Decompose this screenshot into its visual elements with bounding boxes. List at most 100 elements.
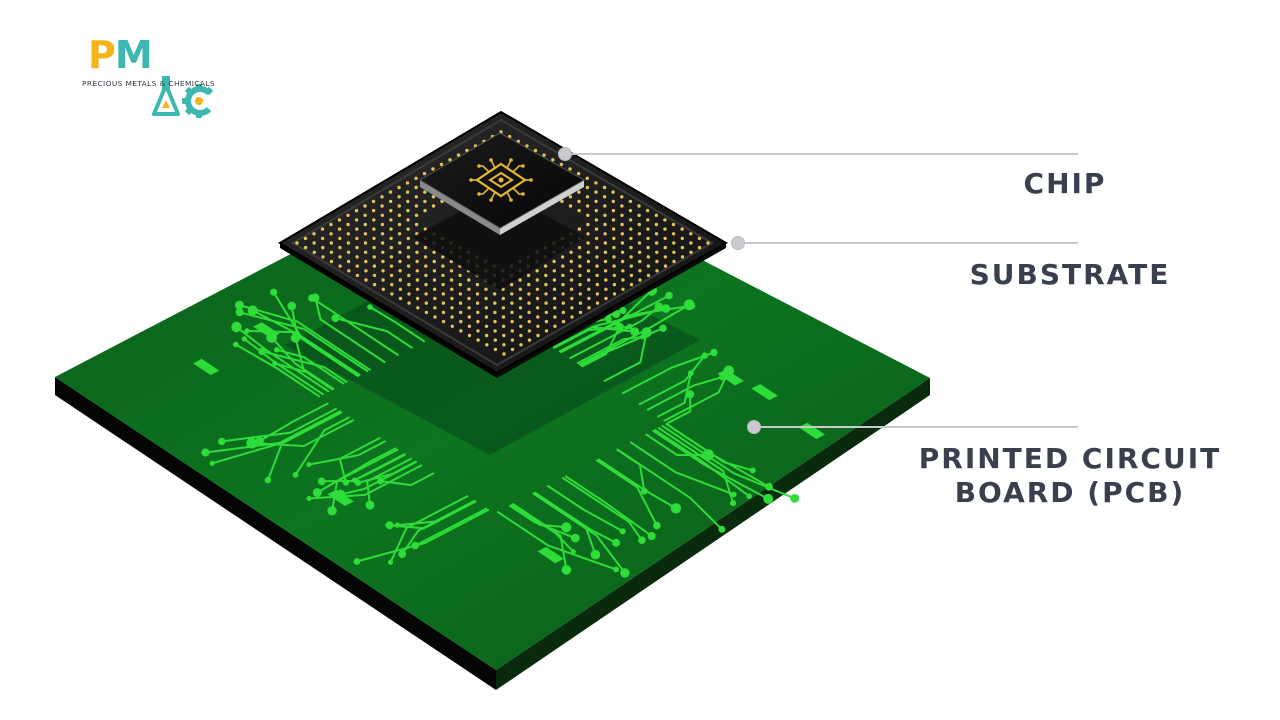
- ball-pad: [415, 250, 419, 254]
- ball-pad: [484, 296, 488, 301]
- ball-pad: [329, 241, 333, 245]
- ball-pad: [406, 236, 410, 241]
- ball-pad: [467, 296, 471, 301]
- ball-pad: [433, 315, 437, 319]
- ball-pad: [578, 301, 583, 305]
- trace-via: [306, 462, 312, 468]
- ball-pad: [363, 204, 367, 208]
- ball-pad: [629, 273, 634, 278]
- ball-pad: [629, 236, 633, 241]
- ball-pad: [380, 213, 384, 217]
- ball-pad: [415, 269, 419, 273]
- ball-pad: [646, 227, 650, 231]
- ball-pad: [484, 315, 489, 319]
- ball-pad: [492, 292, 497, 296]
- ball-pad: [406, 245, 411, 250]
- trace-via: [570, 533, 580, 543]
- substrate-label: SUBSTRATE: [969, 258, 1171, 291]
- ball-pad: [450, 296, 454, 301]
- circuit-trace: [578, 303, 691, 366]
- ball-pad: [354, 208, 359, 213]
- ball-pad: [398, 250, 402, 254]
- ball-pad: [544, 282, 548, 287]
- trace-via: [718, 525, 726, 533]
- ball-pad: [501, 296, 505, 301]
- trace-via: [231, 321, 242, 333]
- circuit-trace: [339, 461, 417, 496]
- ball-pad: [389, 255, 394, 259]
- ball-pad: [432, 250, 436, 254]
- ball-pad: [612, 273, 616, 278]
- ball-pad: [364, 269, 368, 273]
- ball-pad: [406, 227, 410, 231]
- substrate-leader-dot: [731, 236, 745, 250]
- ball-pad: [577, 208, 581, 213]
- ball-pad: [585, 204, 590, 208]
- ball-pad: [458, 273, 462, 278]
- ball-pad: [390, 282, 394, 287]
- chip-side-right: [500, 180, 584, 235]
- ball-pad: [423, 190, 427, 194]
- ball-pad: [415, 287, 420, 291]
- ball-pad: [570, 306, 574, 310]
- chip-side-left: [420, 180, 500, 235]
- circuit-trace: [353, 453, 406, 482]
- ball-pad: [414, 176, 418, 180]
- ball-pad: [320, 227, 325, 231]
- ball-pad: [380, 195, 384, 199]
- ball-pad: [510, 329, 514, 333]
- ball-pad: [569, 278, 574, 282]
- component-pad: [327, 489, 354, 506]
- ball-pad: [602, 195, 607, 199]
- ball-pad: [371, 199, 376, 204]
- ball-pad: [655, 269, 659, 273]
- ball-pad: [397, 195, 401, 199]
- ball-pad: [569, 250, 573, 254]
- ball-pad: [621, 287, 625, 291]
- chip-leader-dot: [558, 147, 572, 161]
- ball-pad: [637, 222, 641, 227]
- ball-pad: [467, 287, 471, 291]
- ball-pad: [381, 250, 385, 254]
- ball-pad: [544, 329, 549, 333]
- ball-pad: [604, 296, 608, 301]
- ball-pad: [697, 236, 702, 241]
- substrate-die-shadow: [413, 190, 585, 290]
- ball-pad: [527, 310, 531, 315]
- ball-pad: [458, 282, 462, 287]
- ball-pad: [595, 255, 599, 259]
- ball-pad: [518, 278, 522, 282]
- ball-pad: [561, 301, 565, 305]
- circuit-trace: [552, 307, 667, 349]
- substrate-side-left: [280, 243, 497, 378]
- ball-pad: [663, 218, 667, 222]
- ball-pad: [594, 181, 598, 185]
- circuit-trace: [562, 477, 643, 542]
- ball-pad: [663, 227, 667, 231]
- ball-pad: [337, 218, 342, 222]
- ball-pad: [680, 255, 685, 259]
- ball-pad: [380, 241, 385, 245]
- ball-pad: [570, 296, 574, 301]
- brand-logo: P M: [82, 34, 232, 118]
- ball-pad: [405, 181, 410, 185]
- ball-pad: [493, 301, 497, 305]
- ball-pad: [338, 245, 342, 250]
- component-pad: [717, 369, 744, 386]
- ball-pad: [671, 232, 676, 236]
- ball-pad: [432, 278, 437, 282]
- ball-pad: [450, 287, 454, 291]
- ball-pad: [594, 236, 599, 241]
- trace-via: [638, 536, 646, 544]
- ball-pad: [543, 264, 548, 268]
- ball-pad: [363, 250, 368, 254]
- ball-pad: [561, 310, 566, 315]
- ball-pad: [544, 292, 548, 296]
- ball-pad: [611, 218, 616, 222]
- ball-pad: [502, 333, 506, 338]
- ball-pad: [544, 273, 548, 278]
- ball-pad: [578, 273, 582, 278]
- ball-pad: [510, 347, 515, 352]
- ball-pad: [407, 273, 411, 278]
- circuit-trace: [234, 343, 320, 398]
